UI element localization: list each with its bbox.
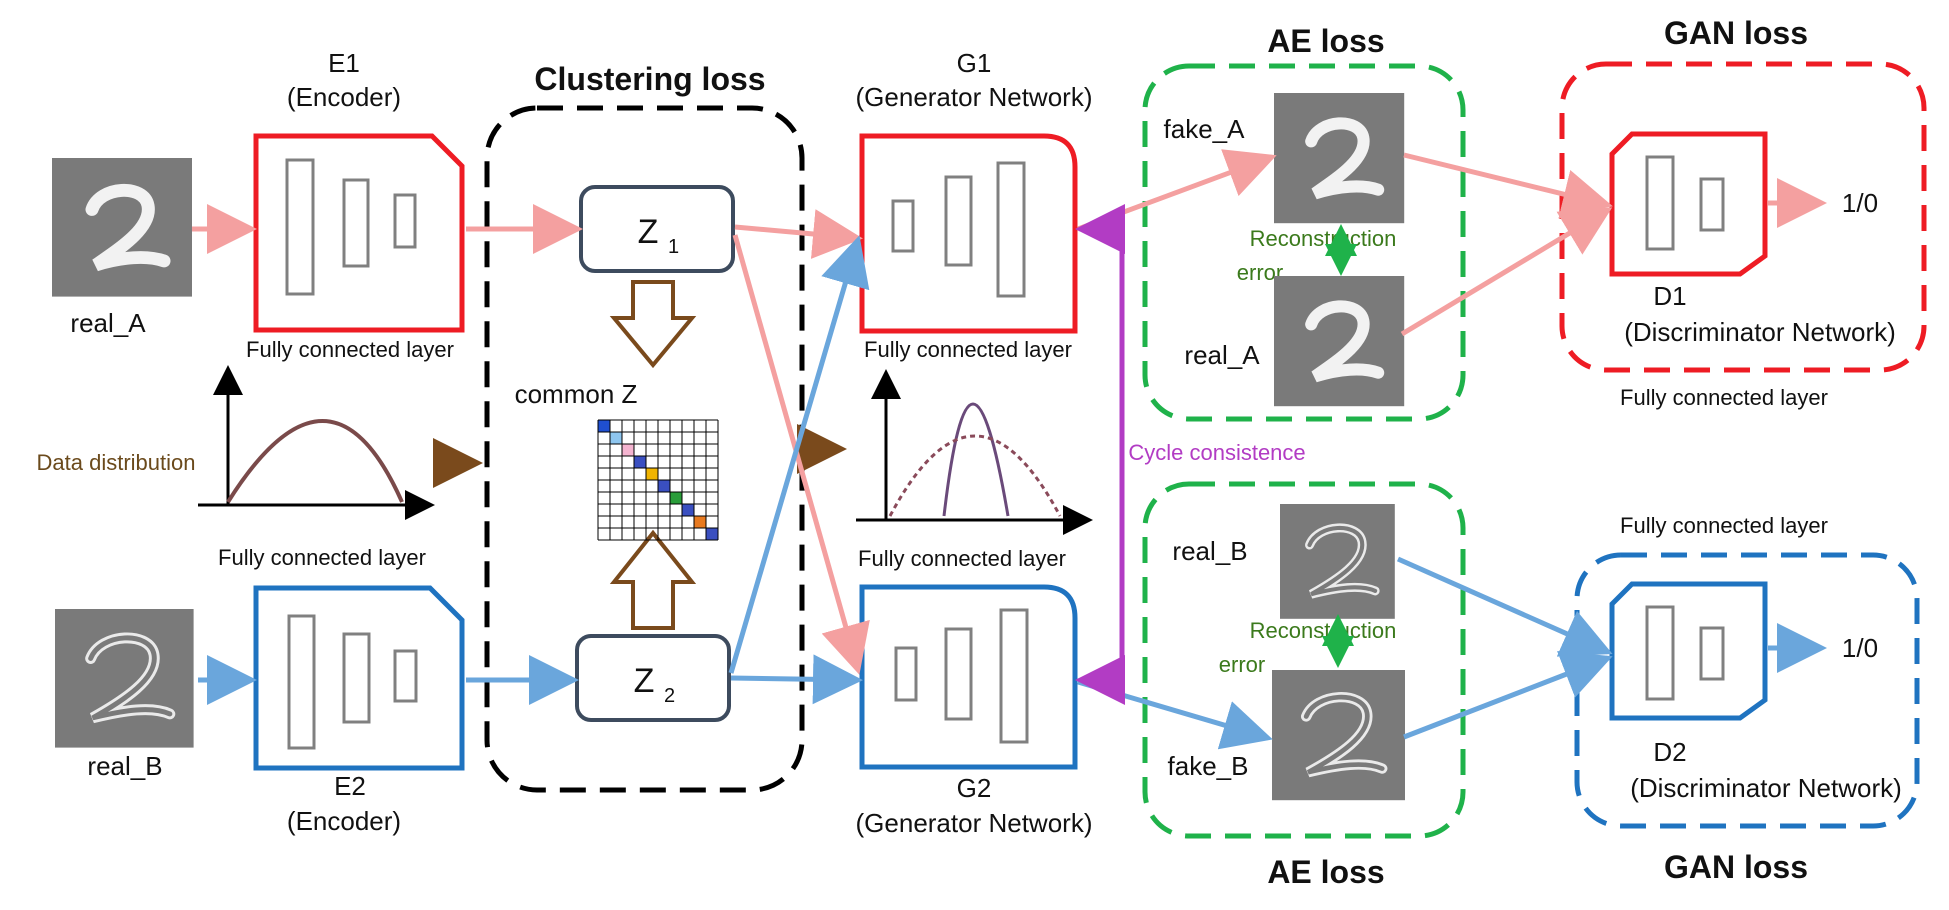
g1-role: (Generator Network) (856, 82, 1093, 112)
fake-b-label: fake_B (1168, 751, 1249, 781)
recon-top-line1: Reconstruction (1250, 226, 1397, 251)
layer-bar (894, 646, 918, 702)
layer-bar (393, 193, 417, 249)
d1-caption: Fully connected layer (1620, 385, 1828, 410)
fake-a-to-d1 (1403, 152, 1613, 219)
svg-text:1: 1 (668, 236, 679, 258)
layer-bar (342, 632, 371, 724)
e1-role: (Encoder) (287, 82, 401, 112)
flow-arrows (192, 204, 870, 705)
real-a-label: real_A (70, 308, 146, 338)
generated-distribution-plot (856, 369, 1093, 535)
layer-bar (996, 161, 1026, 298)
real-a-image (52, 158, 192, 297)
block-arrow-up (609, 529, 697, 630)
g2-caption: Fully connected layer (858, 546, 1066, 571)
layer-bar (285, 158, 315, 296)
g2-name: G2 (957, 773, 992, 803)
data-distribution-label: Data distribution (37, 450, 196, 475)
layer-bar (891, 199, 915, 253)
fake-a-image (1274, 93, 1404, 223)
cycle-label: Cycle consistence (1128, 440, 1305, 465)
real-b-to-d2 (1396, 556, 1613, 657)
clustering-title: Clustering loss (534, 61, 765, 97)
svg-text:2: 2 (664, 685, 675, 707)
block-arrow-down (609, 280, 697, 369)
matrix-grid (597, 419, 719, 541)
d1-name: D1 (1653, 281, 1686, 311)
g1-to-fake-a (1077, 149, 1277, 232)
e2-block (253, 585, 465, 771)
g1-block (859, 133, 1078, 334)
e1-caption: Fully connected layer (246, 337, 454, 362)
layer-bar (944, 627, 973, 721)
d2-block (1609, 581, 1768, 721)
real-a-image-ae (1274, 276, 1404, 406)
svg-text:Z: Z (634, 662, 655, 700)
real-b-image-ae (1280, 504, 1395, 619)
cycle-bracket (1082, 226, 1125, 683)
ae-bottom-title: AE loss (1267, 854, 1384, 890)
e2-role: (Encoder) (287, 806, 401, 836)
real-b-image (55, 609, 194, 748)
g1-name: G1 (957, 48, 992, 78)
g2-role: (Generator Network) (856, 808, 1093, 838)
layer-bar (1645, 155, 1675, 251)
g2-block (859, 584, 1078, 770)
layer-bar (342, 178, 370, 268)
recon-bottom-line2: error (1219, 652, 1265, 677)
svg-text:Z: Z (638, 213, 659, 251)
fake-a-label: fake_A (1164, 114, 1246, 144)
g2-to-fake-b (1077, 679, 1273, 750)
real-a-ae-label: real_A (1184, 340, 1260, 370)
fake-b-to-d2 (1403, 650, 1613, 740)
common-z-label: common Z (515, 379, 638, 409)
fake-b-image (1272, 670, 1405, 800)
d1-output: 1/0 (1842, 188, 1878, 218)
gan-top-title: GAN loss (1664, 15, 1808, 51)
real-a-to-d1 (1400, 207, 1613, 337)
layer-bar (1699, 177, 1725, 232)
d1-role: (Discriminator Network) (1624, 317, 1896, 347)
z2-node: Z 2 (575, 634, 731, 722)
ae-top-box (1142, 63, 1466, 422)
e1-block (253, 133, 465, 333)
layer-bar (944, 175, 973, 267)
layer-bar (393, 649, 418, 703)
layer-bar (999, 608, 1029, 744)
e1-name: E1 (328, 48, 360, 78)
digit-two-thumbnail (55, 609, 194, 748)
layer-bar (1645, 605, 1675, 701)
layer-bar (287, 614, 316, 750)
d2-output: 1/0 (1842, 633, 1878, 663)
e2-caption: Fully connected layer (218, 545, 426, 570)
d2-name: D2 (1653, 737, 1686, 767)
digit-two-thumbnail (52, 158, 192, 297)
ae-bottom-box (1142, 481, 1466, 839)
g1-caption: Fully connected layer (864, 337, 1072, 362)
recon-bottom-line1: Reconstruction (1250, 618, 1397, 643)
data-distribution-plot (198, 365, 435, 520)
real-b-ae-label: real_B (1172, 536, 1247, 566)
layer-bar (1699, 626, 1725, 681)
ae-top-title: AE loss (1267, 23, 1384, 59)
d1-block (1609, 131, 1768, 277)
real-b-label: real_B (87, 751, 162, 781)
d2-role: (Discriminator Network) (1630, 773, 1902, 803)
gan-bottom-title: GAN loss (1664, 849, 1808, 885)
z1-node: Z 1 (579, 185, 735, 273)
e2-name: E2 (334, 771, 366, 801)
d2-caption: Fully connected layer (1620, 513, 1828, 538)
